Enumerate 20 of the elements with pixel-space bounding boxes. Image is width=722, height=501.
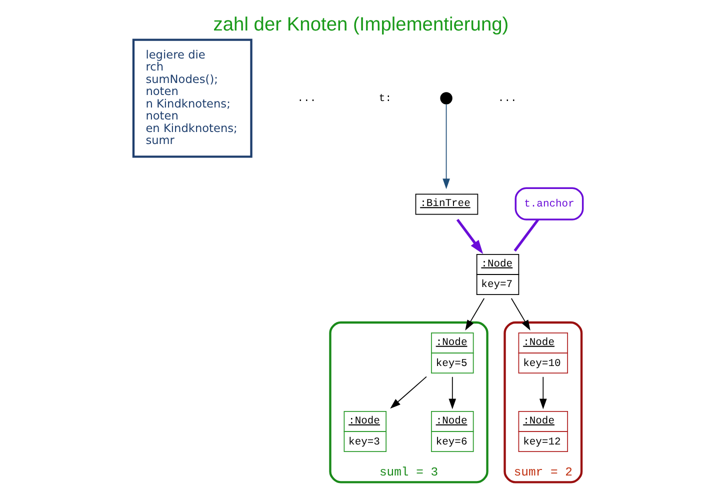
cluster [329,321,488,484]
node-box: t.anchor [514,187,584,220]
arrow [448,376,456,410]
label: t: [378,92,392,105]
node-box: :BinTree [415,194,478,215]
connector [514,218,540,252]
arrow [465,298,485,331]
node-label: suml = 3 [379,465,438,480]
arrow [539,376,547,410]
arrow [510,298,530,331]
label: ... [498,92,517,105]
arrow [442,104,450,190]
node-box: legiere die rch sumNodes(); noten n Kindknotens; noten en Kindknotens; sumr [132,38,252,158]
node-circle [440,92,452,104]
arrow [456,218,484,254]
arrow [390,376,427,409]
diagram-title: zahl der Knoten (Implementierung) [213,14,509,36]
cluster [504,321,583,484]
label: ... [297,92,316,105]
node-label: sumr = 2 [514,465,572,480]
